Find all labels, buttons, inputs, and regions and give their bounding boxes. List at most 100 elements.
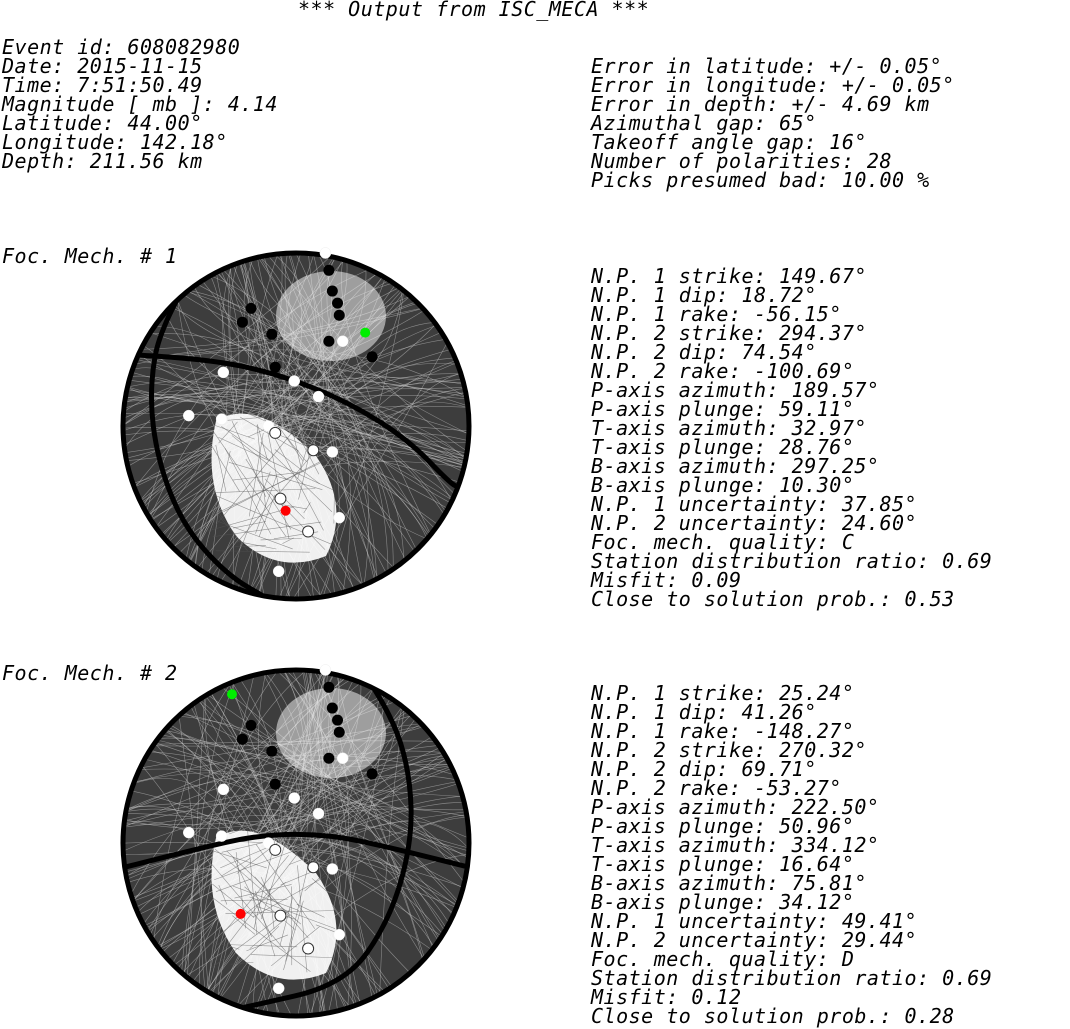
mech-1-parameters: N.P. 1 strike: 149.67°N.P. 1 dip: 18.72°… xyxy=(591,264,993,611)
dilatation-polarity xyxy=(217,366,230,379)
compression-polarity xyxy=(323,681,335,693)
compression-polarity xyxy=(245,719,257,731)
mech-1-param: Foc. mech. quality: C xyxy=(591,530,855,554)
sphere-outline xyxy=(120,667,472,1019)
picks-presumed-bad: Picks presumed bad: 10.00 % xyxy=(591,168,930,192)
dilatation-polarity xyxy=(182,826,195,839)
dilatation-polarity xyxy=(333,928,345,941)
dilatation-polarity xyxy=(217,783,230,796)
mech-2-param: P-axis azimuth: 222.50° xyxy=(591,795,880,819)
event-info: Event id: 608082980 Date: 2015-11-15 Tim… xyxy=(2,35,278,173)
mech-1-param: N.P. 2 dip: 74.54° xyxy=(591,340,817,364)
mech-2-param: B-axis azimuth: 75.81° xyxy=(591,871,867,895)
compression-polarity xyxy=(269,778,281,790)
mech-2-param: N.P. 1 rake: -148.27° xyxy=(591,719,855,743)
open-polarity xyxy=(302,942,315,955)
compression-polarity xyxy=(333,726,345,738)
mech-1-param: N.P. 1 strike: 149.67° xyxy=(591,264,867,288)
mech-2-param: Station distribution ratio: 0.69 xyxy=(591,966,993,990)
compression-polarity xyxy=(323,264,335,276)
mech-1-param: P-axis azimuth: 189.57° xyxy=(591,378,880,402)
number-of-polarities: Number of polarities: 28 xyxy=(591,149,892,173)
event-depth: Depth: 211.56 km xyxy=(2,149,203,173)
mech-2-parameters: N.P. 1 strike: 25.24°N.P. 1 dip: 41.26°N… xyxy=(591,681,993,1028)
nodal-plane-2 xyxy=(124,831,468,870)
event-date: Date: 2015-11-15 xyxy=(2,54,203,78)
compression-polarity xyxy=(326,285,338,297)
mech-2-param: Close to solution prob.: 0.28 xyxy=(591,1004,955,1028)
mech-2-param: B-axis plunge: 34.12° xyxy=(591,890,855,914)
dilatation-polarity xyxy=(312,807,325,820)
event-id: Event id: 608082980 xyxy=(2,35,241,59)
compression-polarity xyxy=(266,328,278,340)
dilatation-polarity xyxy=(288,375,301,387)
event-time: Time: 7:51:50.49 xyxy=(2,73,203,97)
compression-polarity xyxy=(333,309,345,321)
compression-polarity xyxy=(366,351,378,363)
dilatation-polarity xyxy=(272,565,285,578)
open-polarity xyxy=(274,492,287,505)
mech-1-param: N.P. 1 rake: -56.15° xyxy=(591,302,842,326)
dilatation-polarity xyxy=(182,409,195,422)
mech-1-param: P-axis plunge: 59.11° xyxy=(591,397,855,421)
event-longitude: Longitude: 142.18° xyxy=(2,130,228,154)
dilatation-polarity xyxy=(336,335,349,347)
mech-2-param: Foc. mech. quality: D xyxy=(591,947,855,971)
dilatation-polarity xyxy=(326,446,339,458)
compression-polarity xyxy=(323,335,335,347)
dilatation-polarity xyxy=(319,664,332,676)
event-latitude: Latitude: 44.00° xyxy=(2,111,203,135)
p-axis-marker xyxy=(280,505,291,516)
dilatation-polarity xyxy=(333,511,345,524)
compression-polarity xyxy=(236,316,248,328)
open-polarity xyxy=(307,861,320,874)
open-polarity xyxy=(269,843,282,856)
mech-2-param: P-axis plunge: 50.96° xyxy=(591,814,855,838)
mech-1-param: Misfit: 0.09 xyxy=(591,568,742,592)
compression-polarity xyxy=(326,702,338,714)
mech-1-param: B-axis plunge: 10.30° xyxy=(591,473,855,497)
mech-1-label: Foc. Mech. # 1 xyxy=(2,244,178,268)
mech-1-param: T-axis plunge: 28.76° xyxy=(591,435,855,459)
mech-1-param: N.P. 2 strike: 294.37° xyxy=(591,321,867,345)
dilatation-polarity xyxy=(215,413,228,425)
solution-mesh xyxy=(124,671,468,1015)
compression-polarity xyxy=(332,714,344,726)
dilatation-polarity xyxy=(312,390,325,403)
dilatation-polarity xyxy=(272,982,285,995)
t-axis-marker xyxy=(226,689,237,700)
event-magnitude: Magnitude [ mb ]: 4.14 xyxy=(2,92,278,116)
open-polarity xyxy=(302,525,315,538)
dilatation-polarity xyxy=(215,830,228,842)
compression-polarity xyxy=(332,297,344,309)
open-polarity xyxy=(269,426,282,439)
t-axis-marker xyxy=(360,327,371,338)
mech-1-beachball xyxy=(120,247,472,602)
dilatation-polarity xyxy=(319,247,332,259)
error-depth: Error in depth: +/- 4.69 km xyxy=(591,92,930,116)
compression-polarity xyxy=(269,361,281,373)
error-latitude: Error in latitude: +/- 0.05° xyxy=(591,54,943,78)
p-axis-marker xyxy=(235,908,246,919)
mech-2-param: N.P. 1 uncertainty: 49.41° xyxy=(591,909,918,933)
mech-2-param: N.P. 2 dip: 69.71° xyxy=(591,757,817,781)
mech-2-param: N.P. 1 strike: 25.24° xyxy=(591,681,855,705)
mech-1-param: Close to solution prob.: 0.53 xyxy=(591,587,955,611)
mech-1-param: B-axis azimuth: 297.25° xyxy=(591,454,880,478)
open-polarity xyxy=(274,909,287,922)
mech-2-param: N.P. 2 strike: 270.32° xyxy=(591,738,867,762)
open-polarity xyxy=(307,444,320,457)
mech-2-param: N.P. 2 rake: -53.27° xyxy=(591,776,842,800)
mech-1-param: N.P. 1 uncertainty: 37.85° xyxy=(591,492,918,516)
page-title: *** Output from ISC_MECA *** xyxy=(298,0,650,21)
mech-1-param: T-axis azimuth: 32.97° xyxy=(591,416,867,440)
nodal-plane-1 xyxy=(148,260,270,598)
dilatation-polarity xyxy=(326,863,339,875)
compression-polarity xyxy=(245,302,257,314)
azimuthal-gap: Azimuthal gap: 65° xyxy=(591,111,817,135)
error-longitude: Error in longitude: +/- 0.05° xyxy=(591,73,955,97)
compression-polarity xyxy=(323,752,335,764)
mech-1-param: Station distribution ratio: 0.69 xyxy=(591,549,993,573)
compression-polarity xyxy=(366,768,378,780)
sphere-outline xyxy=(120,250,472,602)
